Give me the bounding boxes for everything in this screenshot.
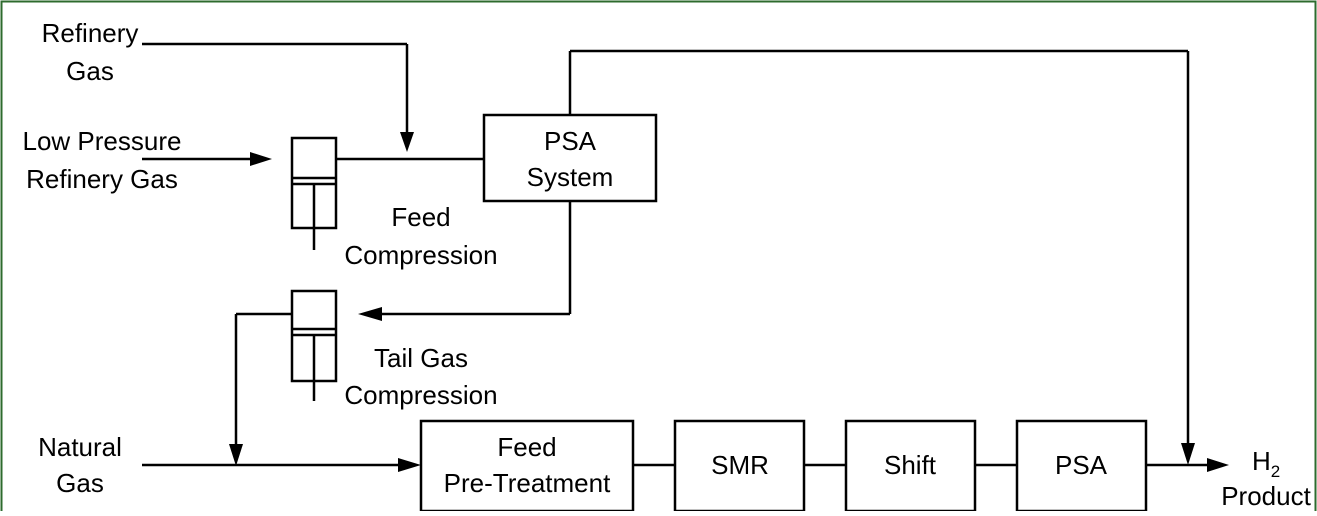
smr-label: SMR [711,450,769,480]
h2-symbol-letter: H [1252,446,1271,476]
product-arrow [1207,458,1229,472]
h2-subscript: 2 [1271,462,1280,481]
h2-symbol: H2 [1252,446,1280,481]
tail-gas-arrow [358,307,382,321]
psa-system-box [482,113,658,203]
shift-box [844,419,977,513]
refinery-gas-label-line2: Gas [66,56,114,86]
product-label: Product [1221,481,1311,511]
low-pressure-gas-label-line2: Refinery Gas [26,164,178,194]
psa-label: PSA [1055,450,1108,480]
natural-gas-arrow [398,458,421,472]
psa-system-label-line2: System [527,162,614,192]
feed-compression-label-line2: Compression [344,240,497,270]
tail-gas-compressor-icon [290,289,338,401]
tail-gas-compression-label-line1: Tail Gas [374,343,468,373]
low-pressure-gas-label-line1: Low Pressure [23,126,182,156]
refinery-gas-arrow [400,132,414,152]
feed-pretreatment-box [419,419,635,513]
feed-compressor-icon [290,136,338,250]
natural-gas-label-line1: Natural [38,432,122,462]
tail-gas-compression-label-line2: Compression [344,380,497,410]
shift-label: Shift [884,450,937,480]
feed-compression-label-line1: Feed [391,202,450,232]
psa-overhead-arrow [1181,443,1195,465]
feed-pretreatment-label-line2: Pre-Treatment [444,468,611,498]
natural-gas-label-line2: Gas [56,468,104,498]
tail-gas-drop-arrow [229,444,243,466]
psa-system-label-line1: PSA [544,126,597,156]
feed-pretreatment-label-line1: Feed [497,432,556,462]
psa-box [1015,419,1148,513]
refinery-gas-label-line1: Refinery [42,18,139,48]
low-pressure-gas-arrow [250,152,272,166]
